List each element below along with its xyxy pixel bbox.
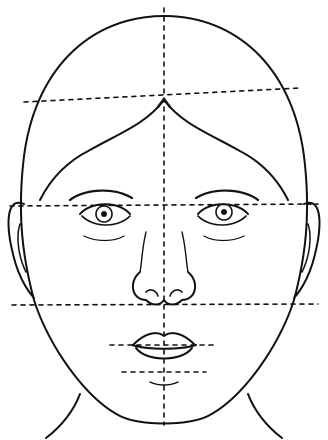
eye-level-guide	[10, 204, 318, 206]
right-eyebrow	[196, 191, 258, 200]
left-nostril	[146, 290, 158, 296]
nose-bridge-left	[140, 232, 146, 272]
right-eye	[196, 191, 258, 241]
left-eye-lower-lid	[82, 216, 130, 225]
neck-right	[248, 394, 282, 438]
right-pupil	[221, 209, 227, 215]
left-eye-crease	[84, 236, 124, 241]
left-eye	[70, 191, 132, 241]
nose-bridge-right	[182, 232, 188, 272]
nose-base-guide	[12, 304, 318, 305]
hairline	[40, 100, 288, 200]
neck-left	[46, 394, 80, 438]
right-eye-crease	[204, 236, 244, 241]
left-eyebrow	[70, 191, 132, 200]
widows-peak	[158, 99, 170, 107]
left-pupil	[101, 211, 107, 217]
right-nostril	[170, 290, 182, 296]
chin-mark	[150, 382, 178, 385]
